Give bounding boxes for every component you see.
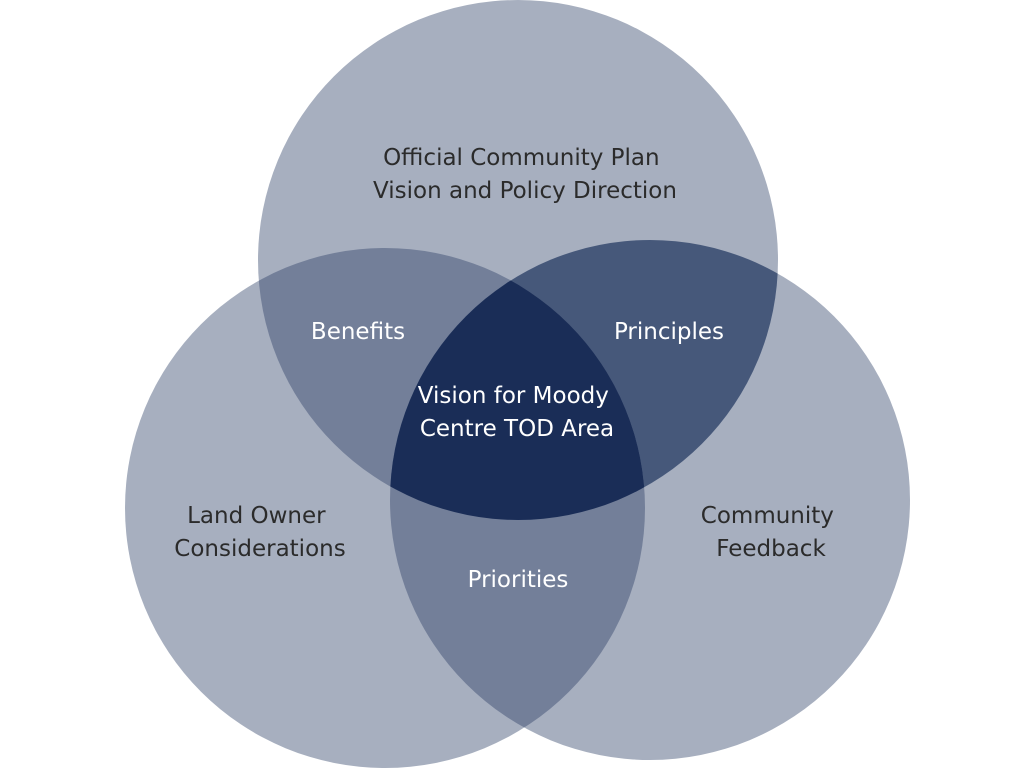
top-circle-label-line1: Official Community Plan <box>383 145 660 171</box>
right-circle-label-line1: Community <box>701 503 834 529</box>
left-circle-label: Land Owner Considerations <box>174 503 345 562</box>
center-label: Vision for Moody Centre TOD Area <box>418 383 616 442</box>
left-circle-label-line1: Land Owner <box>187 503 326 529</box>
center-label-line2: Centre TOD Area <box>420 416 614 442</box>
center-label-line1: Vision for Moody <box>418 383 609 409</box>
right-circle-label-line2: Feedback <box>716 536 826 562</box>
right-circle-label: Community Feedback <box>701 503 841 562</box>
benefits-label: Benefits <box>311 319 405 345</box>
principles-label: Principles <box>614 319 724 345</box>
top-circle-label-line2: Vision and Policy Direction <box>373 178 677 204</box>
top-circle-label: Official Community Plan Vision and Polic… <box>373 145 677 204</box>
left-circle-label-line2: Considerations <box>174 536 345 562</box>
overlap-center <box>390 248 645 520</box>
priorities-label: Priorities <box>468 567 569 593</box>
